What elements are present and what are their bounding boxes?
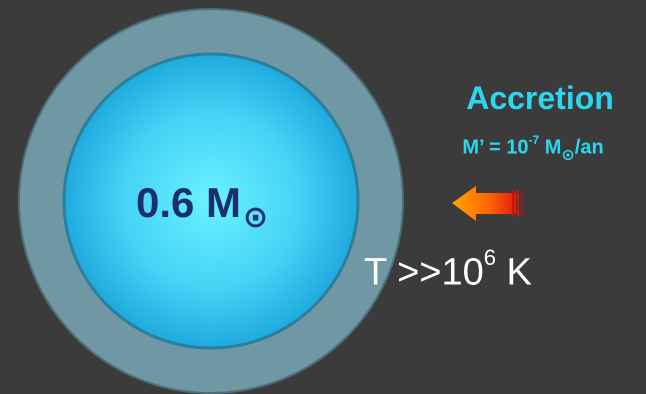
rate-prefix: M’ = 10 [462,136,529,159]
accretion-arrow-icon [452,186,523,221]
core-mass-value: 0.6 M [136,179,242,226]
rate-unit: M [539,136,562,159]
solar-symbol: ⊙ [243,201,269,234]
temperature-exponent: 6 [483,245,496,270]
temperature-suffix: K [495,251,532,294]
rate-suffix: /an [574,136,604,159]
star-core [62,52,360,350]
temperature-label: T >>106 K [364,240,532,297]
rate-exponent: -7 [528,133,540,147]
rate-solar-symbol: ⊙ [561,146,575,164]
accretion-rate: M’ = 10-7 M⊙/an [420,124,646,168]
core-mass-label: 0.6 M⊙ [136,178,269,234]
temperature-prefix: T >>10 [364,251,484,294]
accretion-title: Accretion [466,80,614,116]
